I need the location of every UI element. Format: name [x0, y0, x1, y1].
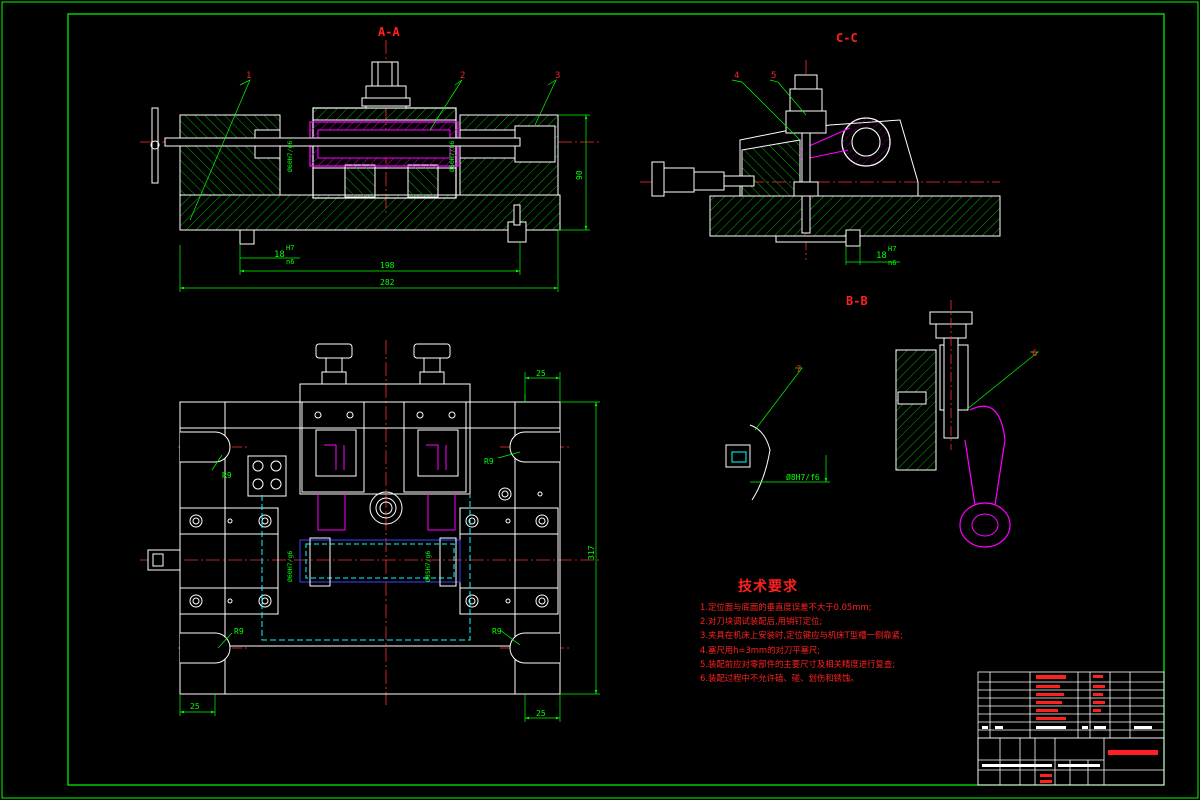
dim-198: 198	[380, 261, 395, 270]
radius-r9-4: R9	[492, 627, 502, 636]
view-bb	[895, 300, 1039, 548]
title-block-fills	[1036, 675, 1158, 783]
dim-18-aa: 18	[274, 250, 285, 260]
tech-req-item-6: 6.装配过程中不允许磕、碰、划伤和锈蚀。	[700, 672, 859, 683]
section-label-bb: B-B	[846, 294, 868, 308]
tech-req-item-1: 1.定位面与底面的垂直度误差不大于0.05mm;	[700, 602, 872, 612]
balloon-7: 7	[796, 365, 801, 375]
fit-pin: Ø8H7/f6	[786, 472, 820, 482]
view-cc	[640, 60, 1001, 265]
technical-requirements-list: 1.定位面与底面的垂直度误差不大于0.05mm; 2.对刀块调试装配后,用销钉定…	[700, 600, 903, 685]
view-plan	[140, 340, 600, 722]
tech-req-item-5: 5.装配前应对零部件的主要尺寸及相关精度进行复查;	[700, 658, 896, 669]
dim-25-bottom-right: 25	[536, 709, 546, 718]
dim-18-cc: 18	[876, 251, 887, 261]
dim-25-top: 25	[536, 369, 546, 378]
title-block	[977, 671, 1165, 786]
dim-n6-aa: n6	[286, 258, 294, 266]
fit-bore-plan: Ø85H7/g6	[424, 551, 432, 582]
tech-req-item-3: 3.夹具在机床上安装时,定位键应与机床T型槽一侧靠紧;	[700, 630, 903, 641]
tech-req-item-4: 4.塞尺用h=3mm的对刀平塞尺;	[700, 644, 821, 655]
view-aa	[140, 40, 600, 292]
radius-r9-3: R9	[234, 627, 244, 636]
dim-h7-aa: H7	[286, 244, 294, 252]
dim-25-bottom-left: 25	[190, 702, 200, 711]
balloon-1: 1	[246, 71, 251, 81]
dim-317: 317	[587, 545, 596, 560]
dim-h7-cc: H7	[888, 245, 896, 253]
section-label-cc: C-C	[836, 31, 858, 45]
view-detail-7	[725, 367, 830, 501]
inner-border	[67, 13, 1165, 786]
balloon-5: 5	[771, 71, 776, 81]
tech-req-item-2: 2.对刀块调试装配后,用销钉定位;	[700, 616, 823, 627]
fit-left-plan: Ø60H7/g6	[286, 551, 294, 582]
balloon-2: 2	[460, 71, 465, 81]
technical-requirements-title: 技术要求	[738, 579, 798, 595]
title-block-header	[982, 726, 1152, 767]
dim-282: 282	[380, 278, 395, 287]
fit-left-aa: Ø60H7/g6	[286, 141, 294, 172]
radius-r9-1: R9	[222, 471, 232, 480]
dim-n6-cc: n6	[888, 259, 896, 267]
section-label-aa: A-A	[378, 25, 400, 39]
radius-r9-2: R9	[484, 457, 494, 466]
fit-right-aa: Ø60H7/n6	[448, 141, 456, 172]
balloon-3: 3	[555, 71, 560, 81]
balloon-6: 6	[1032, 349, 1037, 359]
dim-90: 90	[575, 170, 584, 180]
balloon-4: 4	[734, 71, 739, 81]
